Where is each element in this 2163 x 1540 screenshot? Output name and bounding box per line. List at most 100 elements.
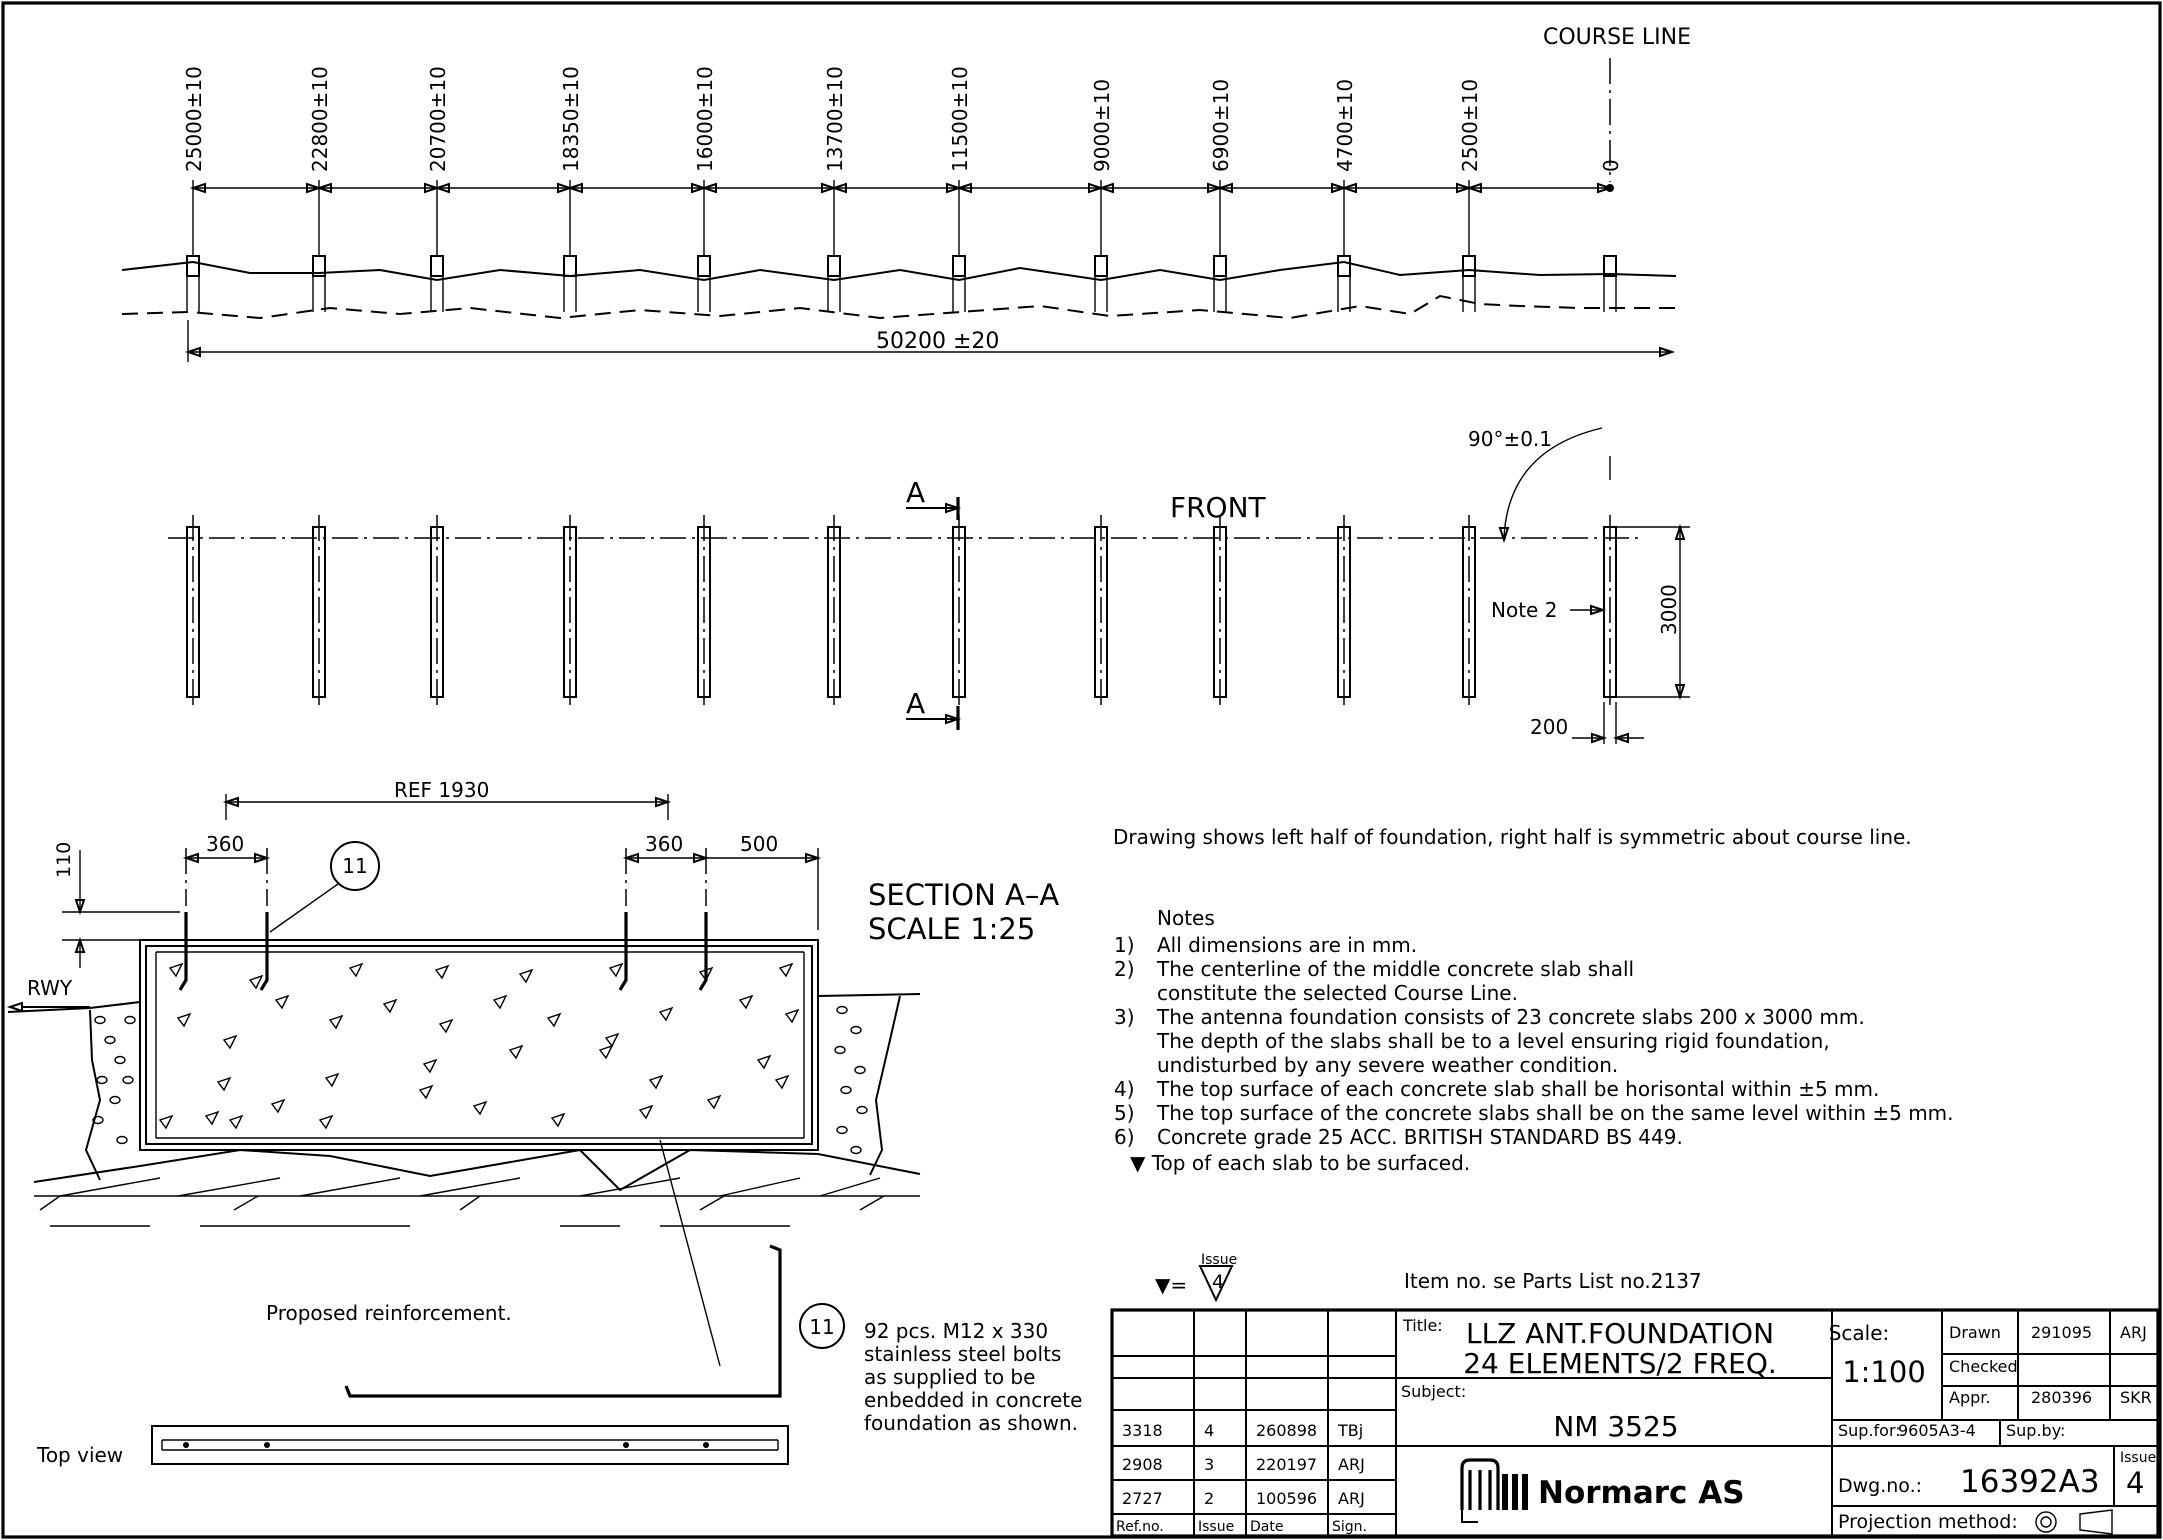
issue-triangle (1198, 1265, 1234, 1303)
pavement (579, 1177, 681, 1197)
arrowhead (184, 346, 201, 358)
arrowhead (655, 796, 672, 808)
arrowhead (691, 182, 708, 194)
bolt (178, 912, 188, 991)
arrowhead (182, 852, 199, 864)
ground-line (121, 260, 1677, 282)
hatch-circle (856, 1105, 868, 1115)
aggregate (204, 1110, 220, 1126)
arrowhead (189, 182, 206, 194)
note-number-2: 2) (1114, 957, 1135, 981)
bolt (259, 912, 269, 991)
arrowhead (693, 852, 710, 864)
revision-header: Date (1250, 1519, 1283, 1535)
projection-symbol (2035, 1509, 2113, 1535)
arrowhead (433, 182, 450, 194)
aggregate (270, 1098, 286, 1114)
aggregate (248, 974, 264, 990)
arrowhead (254, 852, 271, 864)
element-dimension-6: 11500±10 (948, 66, 972, 172)
slab-top (1213, 255, 1227, 277)
origin-dot (1606, 184, 1614, 192)
element-dimension-5: 13700±10 (823, 66, 847, 172)
hatch-circle (114, 1055, 126, 1065)
note-1-line: All dimensions are in mm. (1157, 933, 1417, 957)
bolt-note-line-2: as supplied to be (864, 1365, 1035, 1389)
ground-dashed-line (121, 294, 1676, 320)
bolt-balloon-2-number: 11 (809, 1315, 834, 1339)
aggregate (418, 1084, 434, 1100)
checked-label: Checked (1949, 1357, 2018, 1376)
section-marker-top: A (906, 476, 925, 509)
notes-heading: Notes (1157, 906, 1215, 930)
arrowhead (1216, 182, 1233, 194)
aggregate (756, 1054, 772, 1070)
top-view-bolt (183, 1442, 189, 1448)
aggregate (492, 994, 508, 1010)
element-dimension-2: 20700±10 (426, 66, 450, 172)
top-view-bolt (623, 1442, 629, 1448)
slab-top (430, 255, 444, 277)
arrowhead (566, 182, 583, 194)
arrowhead (557, 182, 574, 194)
aggregate (550, 1112, 566, 1128)
ground-line (84, 1009, 102, 1181)
arrowhead (945, 713, 962, 725)
arrowhead (1674, 684, 1686, 701)
aggregate (216, 1076, 232, 1092)
aggregate (698, 966, 714, 982)
arrowhead (1207, 182, 1224, 194)
aggregate (158, 1114, 174, 1130)
aggregate (638, 1104, 654, 1120)
hatch-circle (124, 1015, 136, 1025)
bolt-balloon-2 (799, 1303, 845, 1349)
note-3-line: undisturbed by any severe weather condit… (1157, 1053, 1618, 1077)
arrowhead (1498, 527, 1510, 544)
course-line-label: COURSE LINE (1543, 25, 1691, 50)
element-dimension-11: 0 (1599, 159, 1623, 172)
appr-date: 280396 (2031, 1388, 2092, 1407)
section-title-line2: SCALE 1:25 (868, 912, 1035, 946)
aggregate (658, 1006, 674, 1022)
aggregate (176, 1012, 192, 1028)
hatch-circle (92, 1115, 104, 1125)
hatch-circle (109, 1095, 121, 1105)
hatch-circle (834, 1045, 846, 1055)
arrowhead (1612, 732, 1629, 744)
note-number-3: 3) (1114, 1005, 1135, 1029)
dwgno-value: 16392A3 (1960, 1464, 2100, 1500)
issue-value: 4 (2126, 1466, 2144, 1500)
revision-header: Ref.no. (1116, 1519, 1164, 1535)
pavement (39, 1195, 61, 1211)
aggregate (598, 1044, 614, 1060)
slab-width-dimension: 200 (1530, 715, 1568, 739)
dwgno-label: Dwg.no.: (1838, 1475, 1922, 1497)
slab-top (1462, 255, 1476, 277)
dim-500: 500 (740, 832, 778, 856)
bolt-note-line-0: 92 pcs. M12 x 330 (864, 1319, 1048, 1343)
title-line1: LLZ ANT.FOUNDATION (1466, 1317, 1774, 1350)
drawn-date: 291095 (2031, 1323, 2092, 1342)
arrowhead (315, 182, 332, 194)
aggregate (604, 1032, 620, 1048)
pavement (859, 1195, 885, 1211)
dim-360-right: 360 (645, 832, 683, 856)
company-logo (1460, 1458, 1528, 1523)
front-label: FRONT (1170, 491, 1267, 524)
reinforcement-bar (344, 1244, 782, 1398)
revision-cell: TBj (1337, 1421, 1363, 1440)
note-3-line: The depth of the slabs shall be to a lev… (1156, 1029, 1830, 1053)
element-dimension-7: 9000±10 (1090, 79, 1114, 172)
arrowhead (805, 852, 822, 864)
arrowhead (1088, 182, 1105, 194)
slab-top (952, 255, 966, 277)
top-view-bolt (264, 1442, 270, 1448)
arrowhead (1456, 182, 1473, 194)
slab-top (1094, 255, 1108, 277)
hatch-circle (836, 1005, 848, 1015)
pavement (233, 1195, 259, 1211)
revision-header: Sign. (1332, 1519, 1367, 1535)
arrowhead (306, 182, 323, 194)
